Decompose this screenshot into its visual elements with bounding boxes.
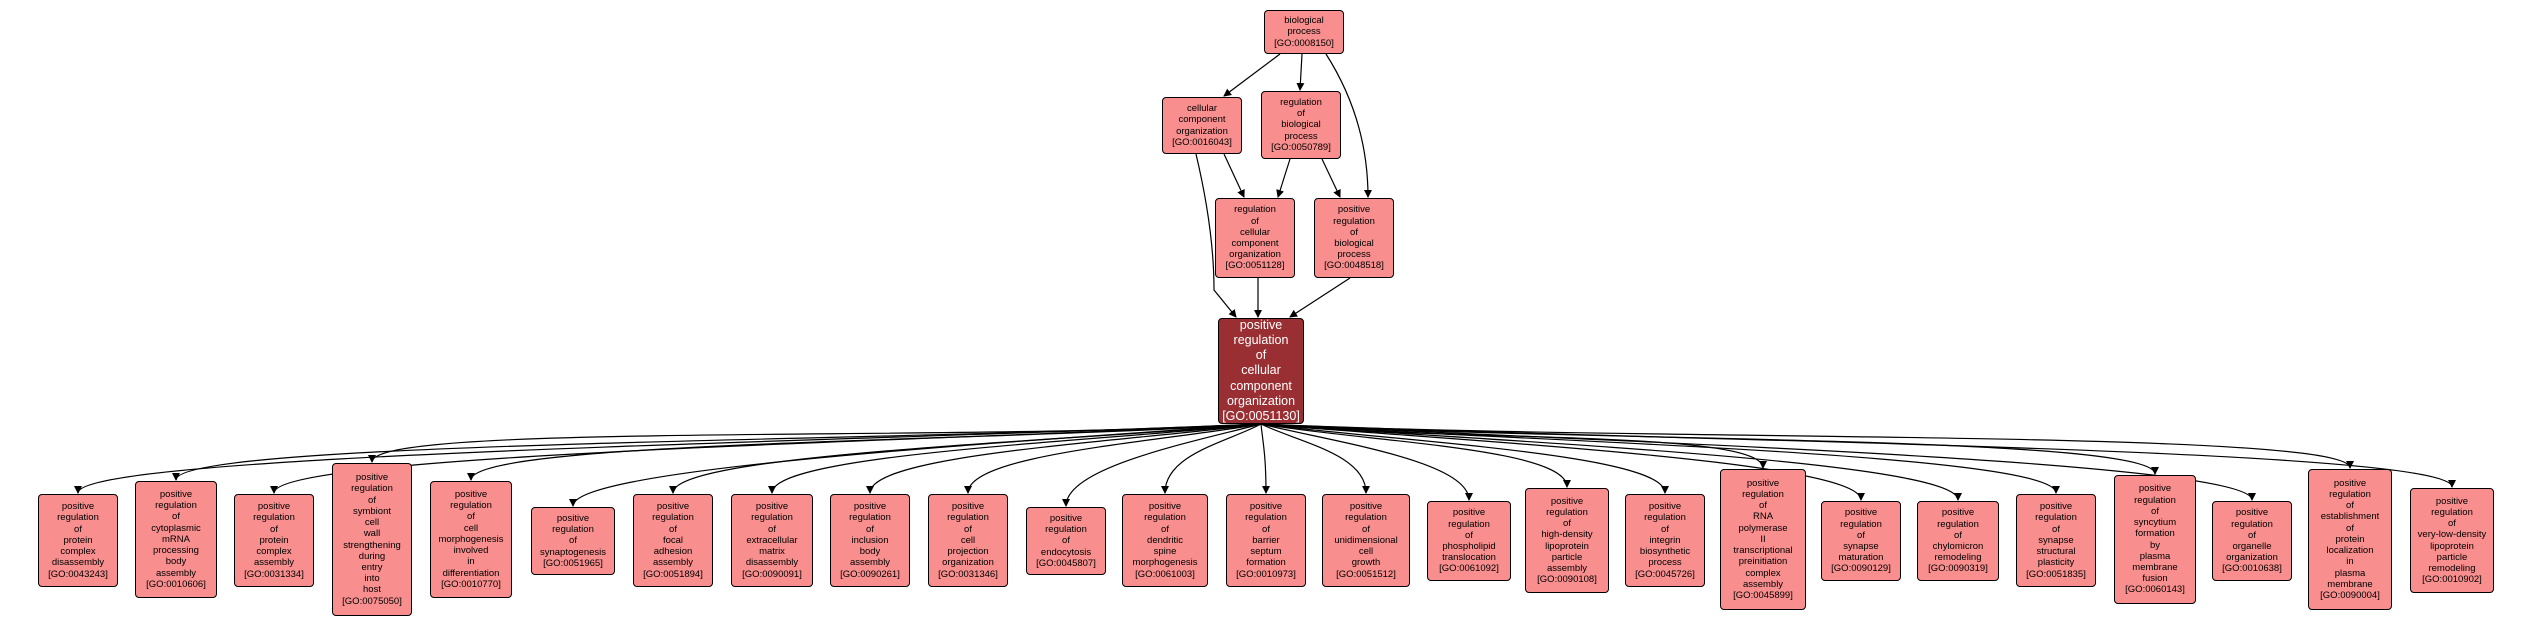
node-child-7[interactable]: positive regulation of focal adhesion as… xyxy=(633,494,713,587)
node-focus-positive-regulation-of-cellular-component-organization[interactable]: positive regulation of cellular componen… xyxy=(1218,318,1304,424)
edge-focus-child-1 xyxy=(74,423,1262,494)
edge-focus-child-7 xyxy=(669,423,1262,494)
node-child-22[interactable]: positive regulation of syncytium formati… xyxy=(2114,475,2196,604)
node-regulation-of-biological-process[interactable]: regulation of biological process [GO:005… xyxy=(1261,91,1341,159)
edge-focus-child-11 xyxy=(1062,423,1262,507)
node-child-8[interactable]: positive regulation of extracellular mat… xyxy=(731,494,813,587)
node-child-17[interactable]: positive regulation of integrin biosynth… xyxy=(1625,494,1705,587)
edge-focus-child-17 xyxy=(1260,423,1669,494)
node-child-3[interactable]: positive regulation of protein complex a… xyxy=(234,494,314,587)
node-child-9[interactable]: positive regulation of inclusion body as… xyxy=(830,494,910,587)
edge-focus-child-10 xyxy=(964,423,1262,494)
node-child-11[interactable]: positive regulation of endocytosis [GO:0… xyxy=(1026,507,1106,575)
node-child-10[interactable]: positive regulation of cell projection o… xyxy=(928,494,1008,587)
node-child-5[interactable]: positive regulation of cell morphogenesi… xyxy=(430,481,512,598)
edge-focus-child-14 xyxy=(1260,423,1370,494)
edge-cco-focus xyxy=(1195,153,1237,318)
node-positive-regulation-of-biological-process[interactable]: positive regulation of biological proces… xyxy=(1314,198,1394,278)
edge-focus-child-13 xyxy=(1260,423,1270,494)
edge-focus-child-8 xyxy=(768,423,1262,494)
edge-root-prbp xyxy=(1325,53,1372,198)
node-child-19[interactable]: positive regulation of synapse maturatio… xyxy=(1821,501,1901,581)
node-child-18[interactable]: positive regulation of RNA polymerase II… xyxy=(1720,469,1806,610)
node-child-24[interactable]: positive regulation of establishment of … xyxy=(2308,469,2392,610)
edge-focus-child-21 xyxy=(1260,423,2060,494)
node-child-13[interactable]: positive regulation of barrier septum fo… xyxy=(1226,494,1306,587)
edge-rbp-prbp xyxy=(1321,158,1341,198)
edge-root-cco xyxy=(1223,53,1281,97)
edge-focus-child-15 xyxy=(1260,423,1473,501)
node-child-21[interactable]: positive regulation of synapse structura… xyxy=(2016,494,2096,587)
edge-prbp-focus xyxy=(1289,277,1351,318)
node-child-23[interactable]: positive regulation of organelle organiz… xyxy=(2212,501,2292,581)
node-biological-process[interactable]: biological process [GO:0008150] xyxy=(1264,10,1344,54)
node-child-12[interactable]: positive regulation of dendritic spine m… xyxy=(1122,494,1208,587)
edge-focus-child-9 xyxy=(866,423,1262,494)
edge-focus-child-23 xyxy=(1260,423,2256,501)
node-child-15[interactable]: positive regulation of phospholipid tran… xyxy=(1427,501,1511,581)
edge-focus-child-20 xyxy=(1260,423,1962,501)
node-child-14[interactable]: positive regulation of unidimensional ce… xyxy=(1322,494,1410,587)
node-regulation-of-cellular-component-organization[interactable]: regulation of cellular component organiz… xyxy=(1215,198,1295,278)
edge-focus-child-16 xyxy=(1260,423,1571,488)
edge-focus-child-25 xyxy=(1260,423,2456,488)
edge-focus-child-12 xyxy=(1161,423,1262,494)
node-cellular-component-organization[interactable]: cellular component organization [GO:0016… xyxy=(1162,97,1242,154)
node-child-20[interactable]: positive regulation of chylomicron remod… xyxy=(1917,501,1999,581)
edge-rbp-rccom xyxy=(1276,158,1291,198)
node-child-1[interactable]: positive regulation of protein complex d… xyxy=(38,494,118,587)
node-child-2[interactable]: positive regulation of cytoplasmic mRNA … xyxy=(135,481,217,598)
edge-focus-child-22 xyxy=(1260,423,2159,475)
edge-focus-child-5 xyxy=(467,423,1262,481)
edge-focus-child-4 xyxy=(368,423,1262,463)
edge-focus-child-19 xyxy=(1260,423,1865,501)
edge-root-rbp xyxy=(1296,53,1305,91)
node-child-6[interactable]: positive regulation of synaptogenesis [G… xyxy=(531,507,615,575)
node-child-25[interactable]: positive regulation of very-low-density … xyxy=(2410,488,2494,593)
edge-cco-rccom xyxy=(1223,153,1245,198)
node-child-16[interactable]: positive regulation of high-density lipo… xyxy=(1525,488,1609,593)
node-child-4[interactable]: positive regulation of symbiont cell wal… xyxy=(332,463,412,616)
